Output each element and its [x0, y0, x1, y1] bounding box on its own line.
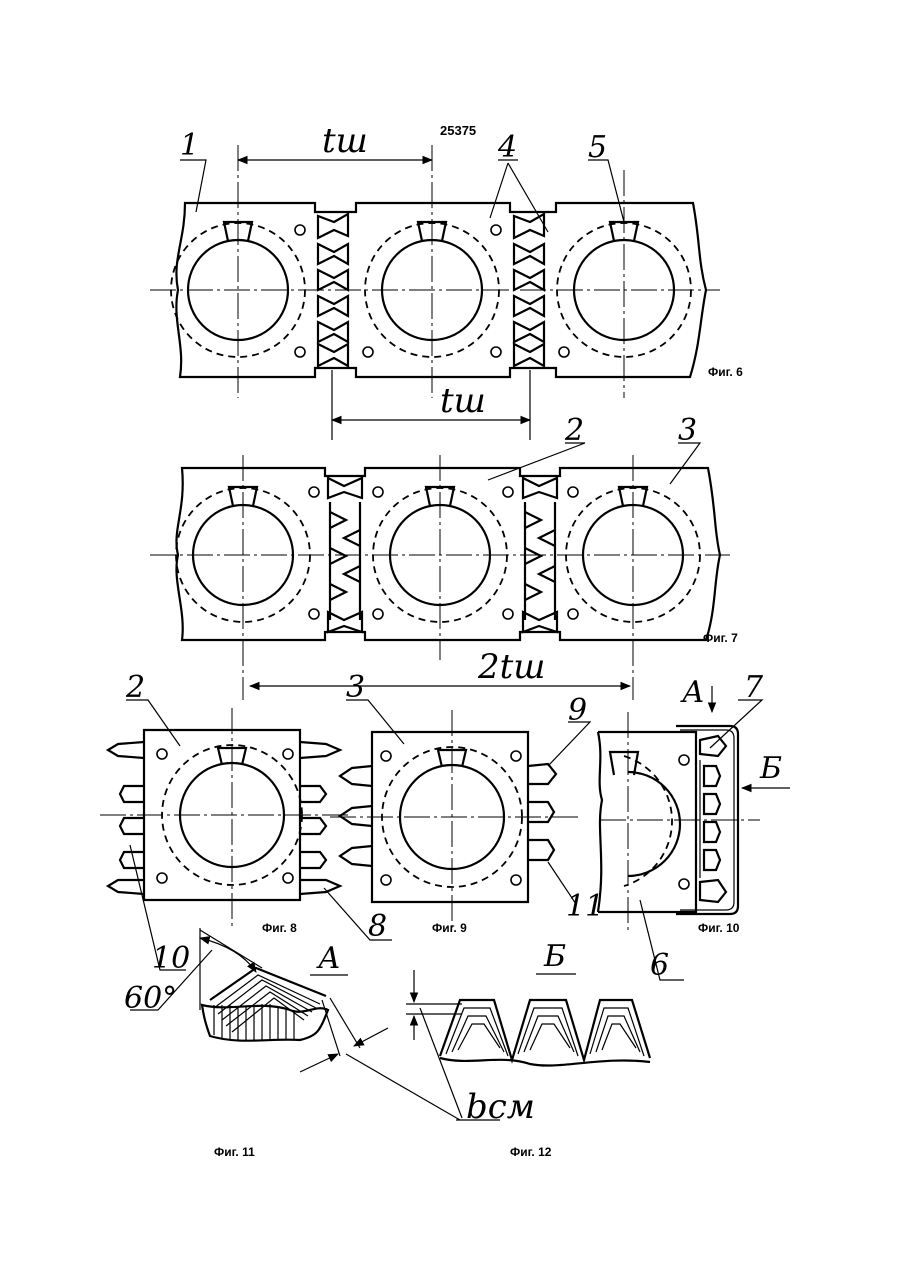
figure-10: А 7 Б 6 Фиг. 10: [598, 670, 790, 983]
view-a-label: А: [680, 675, 705, 710]
callout-3-fig7: 3: [678, 413, 697, 448]
laminated-teeth-section-b: [440, 1000, 650, 1066]
pitch-dimension-bottom: tш: [440, 381, 486, 421]
callout-3-fig9: 3: [346, 670, 365, 705]
callout-2-fig7: 2: [564, 413, 584, 448]
patent-number: 25375: [440, 123, 476, 138]
laminated-teeth-section-a: [202, 968, 328, 1041]
figure-6: tш: [150, 121, 743, 440]
view-b-label: Б: [759, 751, 782, 786]
figure-12-caption: Фиг. 12: [510, 1145, 552, 1159]
callout-10: 10: [152, 941, 190, 976]
callout-7: 7: [744, 670, 764, 705]
figure-7-caption: Фиг. 7: [703, 631, 738, 645]
strip-outline-fig7: [176, 468, 720, 640]
width-dimension: bсм: [466, 1087, 535, 1127]
section-a-label: А: [316, 941, 341, 976]
angle-dimension: 60°: [124, 981, 177, 1016]
callout-6: 6: [650, 948, 669, 983]
pitch-dimension-top: tш: [322, 121, 368, 161]
figure-9-caption: Фиг. 9: [432, 921, 467, 935]
callout-9: 9: [568, 693, 587, 728]
section-b-label: Б: [543, 939, 566, 974]
figure-11-caption: Фиг. 11: [214, 1145, 255, 1159]
callout-5: 5: [588, 130, 607, 165]
figure-12: Б bсм Фиг. 12: [406, 939, 650, 1159]
figure-6-caption: Фиг. 6: [708, 365, 743, 379]
callout-2-fig8: 2: [125, 670, 145, 705]
callout-8: 8: [368, 909, 387, 944]
figure-10-caption: Фиг. 10: [698, 921, 740, 935]
figure-9: 3 9 11 Фиг. 9: [330, 670, 604, 935]
callout-4: 4: [497, 130, 517, 165]
figure-8-caption: Фиг. 8: [262, 921, 297, 935]
double-pitch-dimension: 2tш: [477, 647, 546, 687]
figure-8: 2 10 8 Фиг. 8: [100, 670, 392, 976]
callout-1: 1: [180, 128, 199, 163]
figure-7: 2tш 2 3 Фиг. 7: [150, 413, 738, 700]
teeth-stack-fig10: [700, 736, 726, 902]
